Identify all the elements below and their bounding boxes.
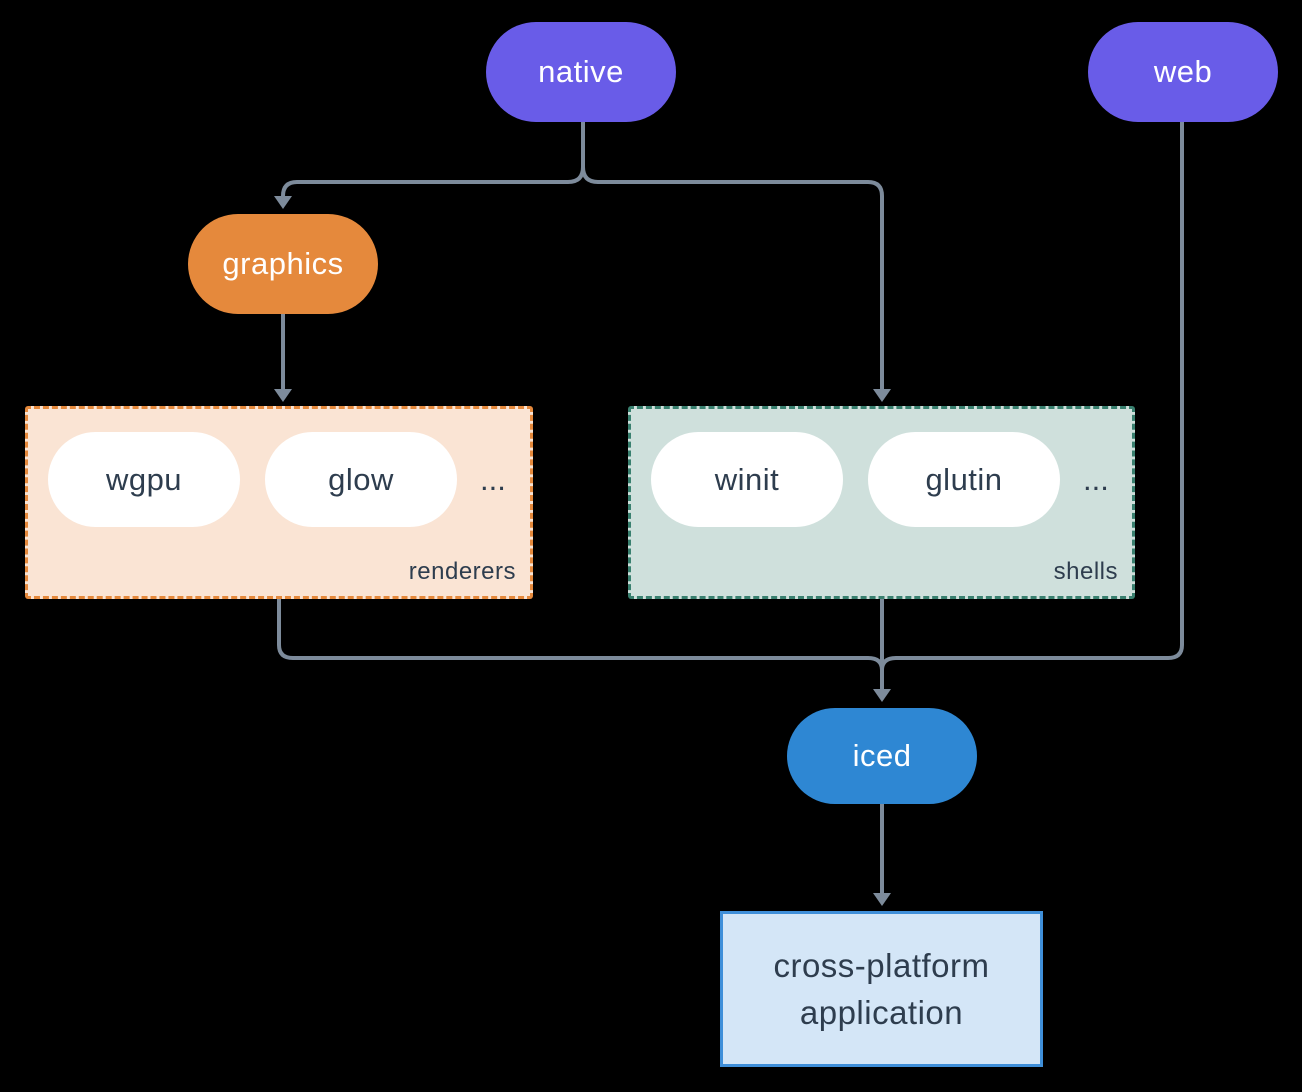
node-iced-label: iced — [852, 738, 912, 773]
node-native: native — [486, 22, 676, 122]
arrowhead-into-graphics — [274, 196, 292, 209]
node-winit-label: winit — [714, 461, 780, 497]
node-graphics: graphics — [188, 214, 378, 314]
group-renderers: wgpu glow ... renderers — [25, 406, 533, 599]
application-label-line2: application — [799, 994, 964, 1031]
node-glow-label: glow — [328, 461, 394, 497]
group-shells: winit glutin ... shells — [628, 406, 1135, 599]
node-glutin: glutin — [868, 432, 1060, 527]
node-winit: winit — [651, 432, 843, 527]
arrowhead-into-iced — [873, 689, 891, 702]
node-cross-platform-application: cross-platform application — [720, 911, 1043, 1067]
node-wgpu-label: wgpu — [105, 461, 183, 497]
arrowhead-into-shells — [873, 389, 891, 402]
node-glow: glow — [265, 432, 457, 527]
node-native-label: native — [538, 54, 624, 89]
shells-ellipsis: ... — [1083, 461, 1109, 497]
node-graphics-label: graphics — [222, 246, 344, 281]
node-wgpu: wgpu — [48, 432, 240, 527]
node-glutin-label: glutin — [925, 461, 1003, 497]
edge-native-to-shells — [581, 166, 884, 389]
edge-native-to-graphics — [281, 166, 585, 197]
renderers-ellipsis: ... — [480, 461, 506, 497]
node-iced: iced — [787, 708, 977, 804]
group-label-shells: shells — [1053, 558, 1118, 585]
application-label-line1: cross-platform — [773, 947, 990, 984]
arrowhead-into-application — [873, 893, 891, 906]
node-web: web — [1088, 22, 1278, 122]
arrowhead-into-renderers — [274, 389, 292, 402]
edge-renderers-to-iced — [277, 599, 884, 671]
node-web-label: web — [1153, 54, 1213, 89]
group-label-renderers: renderers — [408, 558, 516, 585]
